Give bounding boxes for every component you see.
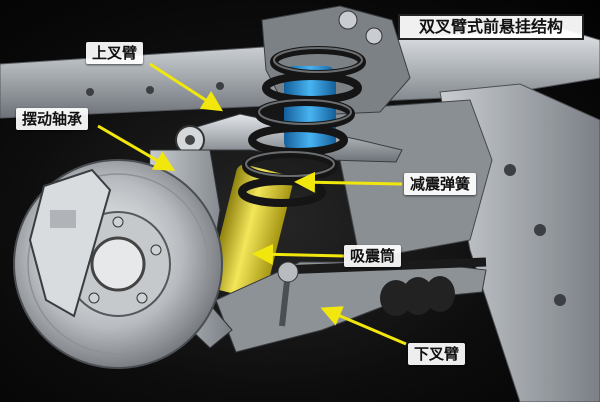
steering-boot [380, 276, 455, 316]
label-damping-spring: 减震弹簧 [404, 173, 477, 195]
shock-absorber [209, 164, 293, 300]
label-lower-arm: 下叉臂 [408, 343, 466, 365]
wheel-hub [90, 236, 146, 292]
label-swing-bearing: 摆动轴承 [16, 108, 89, 130]
label-upper-arm: 上叉臂 [86, 42, 144, 64]
brake-caliper [28, 168, 112, 318]
label-shock-absorber: 吸震筒 [344, 245, 402, 267]
diagram-title: 双叉臂式前悬挂结构 [398, 14, 584, 40]
callout-arrows [97, 62, 407, 346]
